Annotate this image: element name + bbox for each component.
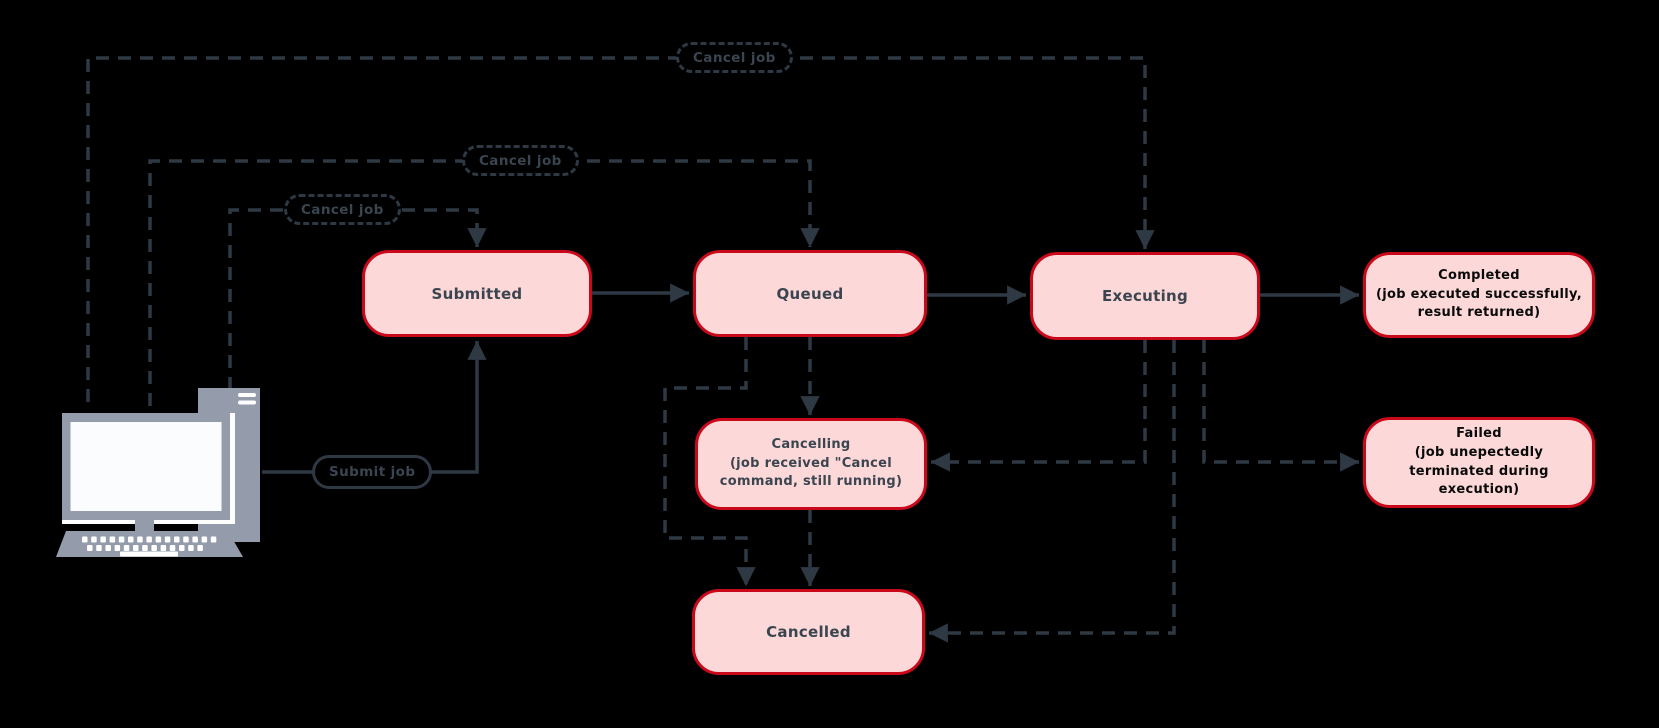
cancel-job-label-bottom: Cancel job: [284, 194, 401, 225]
edge-cancel-to-executing: [86, 56, 1155, 402]
submit-job-label: Submit job: [312, 455, 433, 489]
edge-cancel-to-submitted: [228, 208, 487, 390]
edge-queued-to-cancelled: [663, 337, 756, 587]
cancel-job-label-middle: Cancel job: [462, 145, 579, 176]
edge-submit-job: [262, 340, 487, 474]
state-queued: Queued: [693, 250, 927, 337]
state-completed: Completed (job executed successfully, re…: [1363, 252, 1595, 338]
state-submitted: Submitted: [362, 250, 592, 337]
state-cancelled: Cancelled: [692, 589, 925, 675]
edge-executing-to-failed: [1202, 340, 1360, 472]
state-executing: Executing: [1030, 252, 1260, 340]
cancel-job-label-top: Cancel job: [676, 42, 793, 73]
state-failed: Failed (job unepectedly terminated durin…: [1363, 417, 1595, 508]
edge-executing-to-cancelled: [928, 340, 1176, 643]
state-cancelling: Cancelling (job received "Cancel command…: [695, 418, 927, 510]
computer-icon: [56, 388, 260, 557]
edge-executing-to-cancelling: [930, 340, 1147, 472]
